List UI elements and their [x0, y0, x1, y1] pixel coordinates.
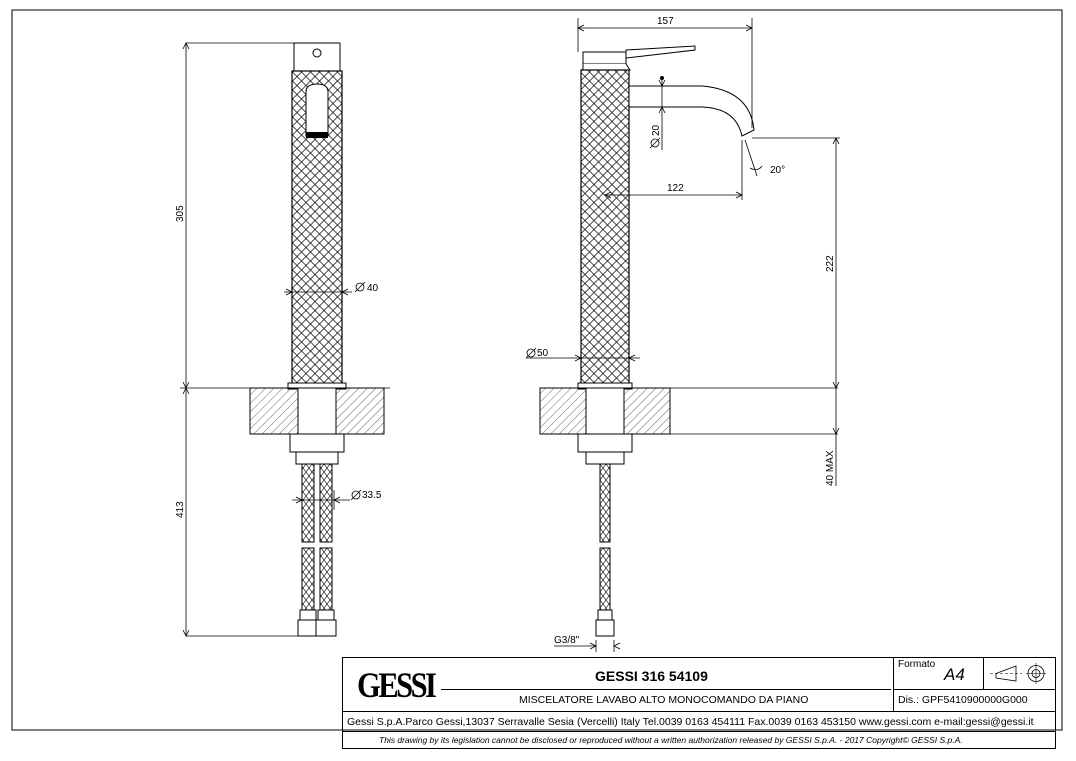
- front-view: [180, 42, 390, 637]
- gessi-logo: GESSI: [357, 665, 437, 705]
- side-knurled-body: [580, 69, 630, 386]
- diameter-symbol-side-20: [649, 137, 661, 149]
- side-view: [539, 45, 838, 637]
- front-height-bottom-label: 413: [175, 501, 186, 518]
- front-hose-diameter-label: 33.5: [362, 490, 382, 501]
- front-height-top-label: 305: [175, 205, 186, 222]
- company-address: Gessi S.p.A.Parco Gessi,13037 Serravalle…: [347, 716, 1034, 728]
- side-body-diameter-label: 50: [537, 348, 549, 359]
- side-spout-diameter-label: 20: [651, 124, 662, 136]
- drawing-number-box: Dis.: GPF5410900000G000: [893, 689, 1056, 711]
- title-divider: [441, 689, 891, 690]
- drawing-number: Dis.: GPF5410900000G000: [898, 694, 1028, 706]
- side-dimensions: [526, 18, 840, 652]
- front-deck-hatch-left: [249, 387, 299, 435]
- projection-symbol-box: [983, 658, 1056, 690]
- side-max-deck-label: 40 MAX: [825, 450, 836, 486]
- diameter-symbol-side-50: [525, 347, 537, 359]
- diameter-symbol-front-40: [354, 281, 366, 293]
- side-total-width-label: 157: [657, 16, 674, 27]
- side-deck-hatch-right: [623, 387, 671, 435]
- front-body-diameter-label: 40: [367, 283, 379, 294]
- front-dimensions: [182, 42, 352, 637]
- address-row: Gessi S.p.A.Parco Gessi,13037 Serravalle…: [343, 711, 1055, 732]
- first-angle-projection-icon: [990, 663, 1046, 684]
- copyright-notice: This drawing by its legislation cannot b…: [379, 735, 963, 745]
- side-spout-angle-label: 20°: [770, 165, 785, 176]
- side-spout-reach-label: 122: [667, 183, 684, 194]
- title-block: GESSI GESSI 316 54109 MISCELATORE LAVABO…: [342, 657, 1056, 749]
- front-deck-hatch-right: [335, 387, 385, 435]
- product-description: MISCELATORE LAVABO ALTO MONOCOMANDO DA P…: [519, 694, 809, 706]
- side-deck-hatch-left: [539, 387, 587, 435]
- format-label: Formato: [898, 659, 936, 670]
- sheet-border: [11, 9, 1063, 731]
- copyright-row: This drawing by its legislation cannot b…: [343, 731, 1055, 750]
- side-thread-label: G3/8": [554, 635, 580, 646]
- format-box: Formato A4: [893, 658, 984, 690]
- side-spout-height-label: 222: [825, 255, 836, 272]
- diameter-symbol-front-33-5: [350, 489, 362, 501]
- format-value: A4: [944, 665, 965, 684]
- product-code: GESSI 316 54109: [595, 668, 708, 684]
